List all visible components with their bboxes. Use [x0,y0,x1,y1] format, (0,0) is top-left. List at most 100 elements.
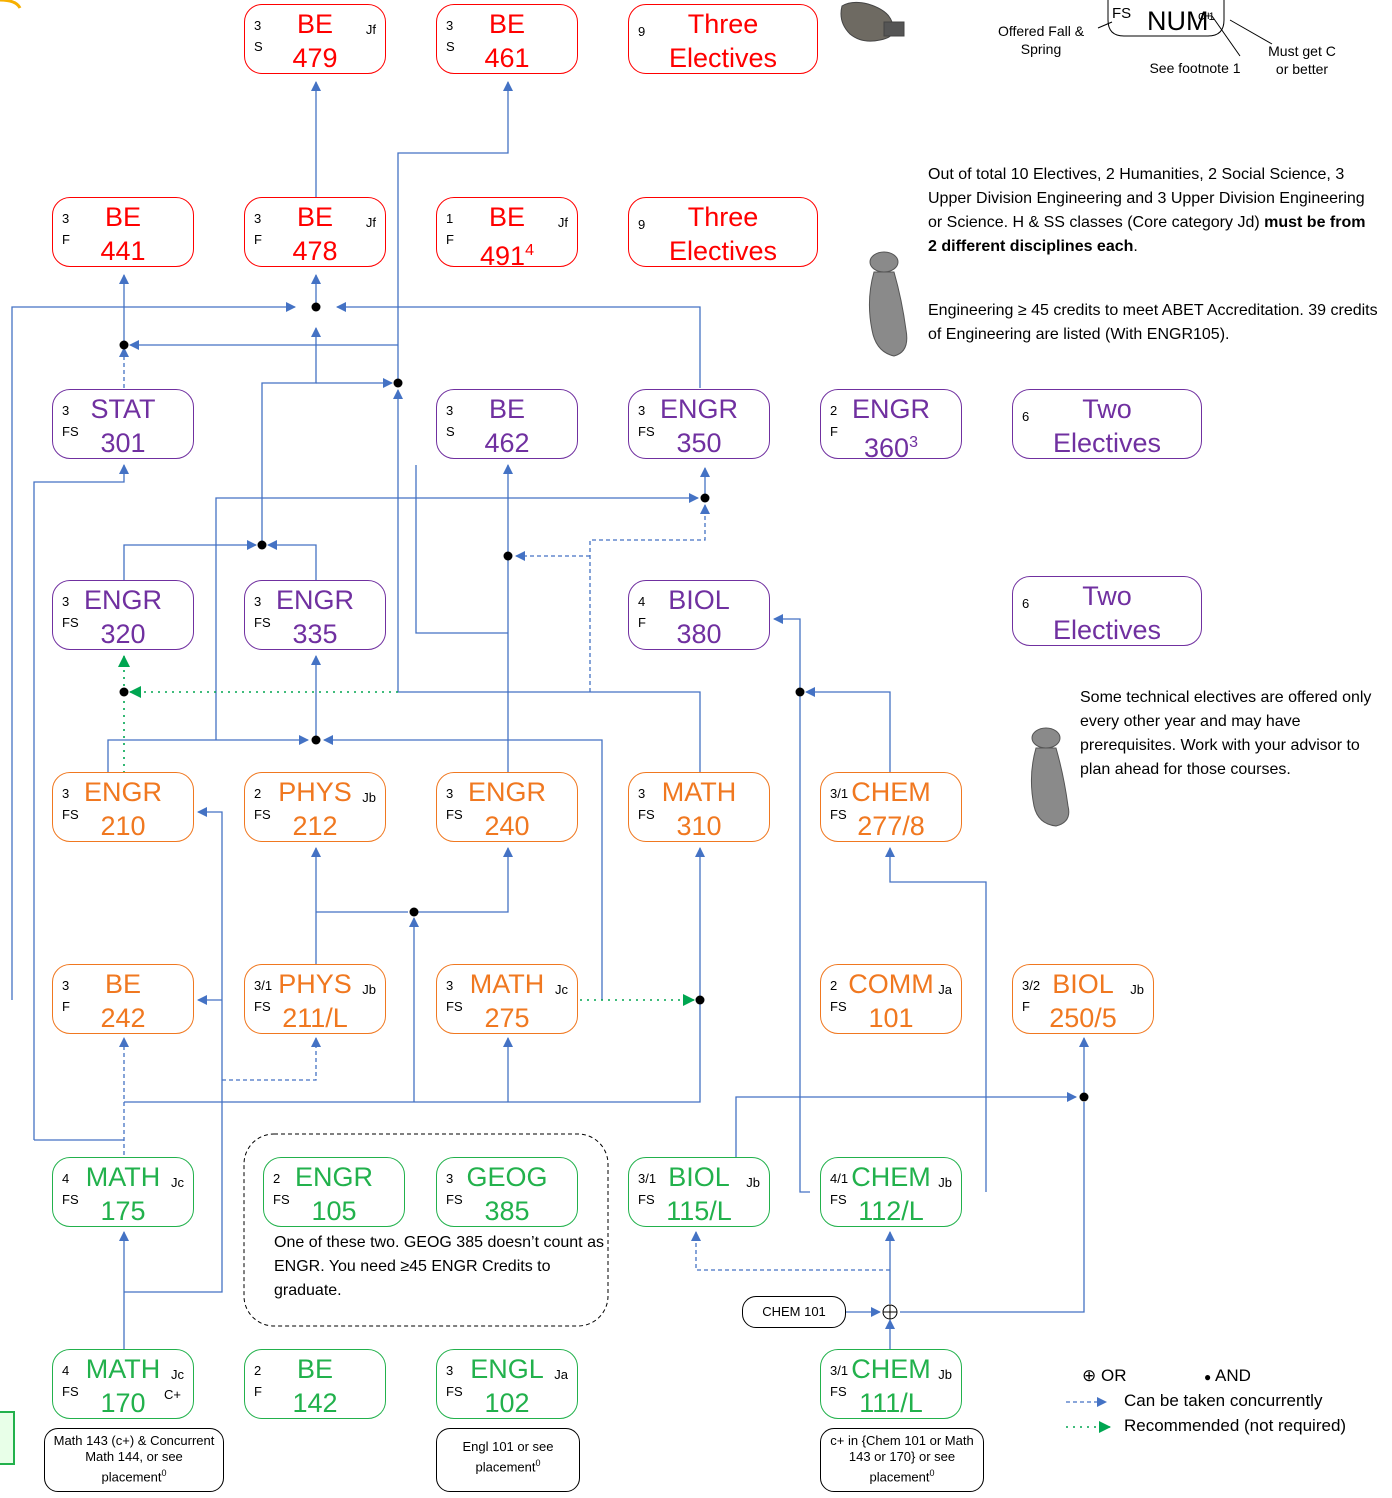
number: 175 [100,1196,146,1226]
subject: PHYS [278,777,352,807]
core-category: Jc [171,1367,184,1382]
legend-and: ● AND [1204,1366,1251,1385]
credits: 1 [446,211,454,226]
wire-left-478 [11,302,296,1000]
and-dot [795,687,805,697]
wire-to-stat [33,464,129,1140]
subject: BE [488,394,526,424]
offered: FS [638,1192,655,1207]
number: 115/L [666,1196,732,1226]
meerkat-icon [868,251,1070,827]
number: 385 [484,1196,530,1226]
key-offered: FS [1112,5,1132,22]
offered: FS [830,807,847,822]
offered: FS [638,807,655,822]
and-dot [1079,1092,1089,1102]
subject: ENGR [659,394,738,424]
offered: F [446,232,454,247]
number: 4914 [480,241,534,271]
core-category: Jc [555,982,568,997]
subject: BE [488,202,526,232]
credits: 2 [273,1171,281,1186]
subject: PHYS [278,969,352,999]
wire-545-a [123,540,257,590]
offered: FS [830,999,847,1014]
and-dot [311,302,321,312]
subject: BE [488,9,526,39]
number: 462 [484,428,530,458]
legend-or: ⊕ OR [1082,1366,1127,1385]
credits: 9 [638,24,646,39]
core-category: Jb [362,982,376,997]
number: 350 [676,428,722,458]
offered: FS [638,424,655,439]
or-icon: ⊕ [1082,1366,1097,1385]
offered: FS [254,999,271,1014]
number: 301 [100,428,146,458]
credits: 6 [1022,596,1030,611]
offered: FS [446,1384,463,1399]
credits: 3 [62,403,70,418]
core-category: Jb [362,790,376,805]
wire-to-210 [197,807,223,1237]
credits: 6 [1022,409,1030,424]
credits: 3 [638,786,646,801]
key-num: NUM1 [1147,6,1215,36]
subject: ENGR [83,585,162,615]
subject: ENGR [275,585,354,615]
number: Electives [668,236,778,266]
key-box [1107,0,1225,37]
prereq-chem101: CHEM 101 [742,1296,846,1328]
offered: FS [446,999,463,1014]
geog-note: One of these two. GEOG 385 doesn’t count… [274,1234,604,1299]
wire-chem-380 [805,687,891,780]
number: 240 [484,811,530,841]
credits: 4 [62,1363,70,1378]
electives-note: Out of total 10 Electives, 2 Humanities,… [928,166,1366,255]
number: 479 [292,43,338,73]
wire-383-loop [261,327,321,545]
offered: F [830,424,838,439]
offered: F [1022,999,1030,1014]
wire-633 [415,465,508,634]
credits: 3/1 [638,1171,657,1186]
number: 380 [676,619,722,649]
and-dot [695,995,705,1005]
core-category: Jb [1130,982,1144,997]
